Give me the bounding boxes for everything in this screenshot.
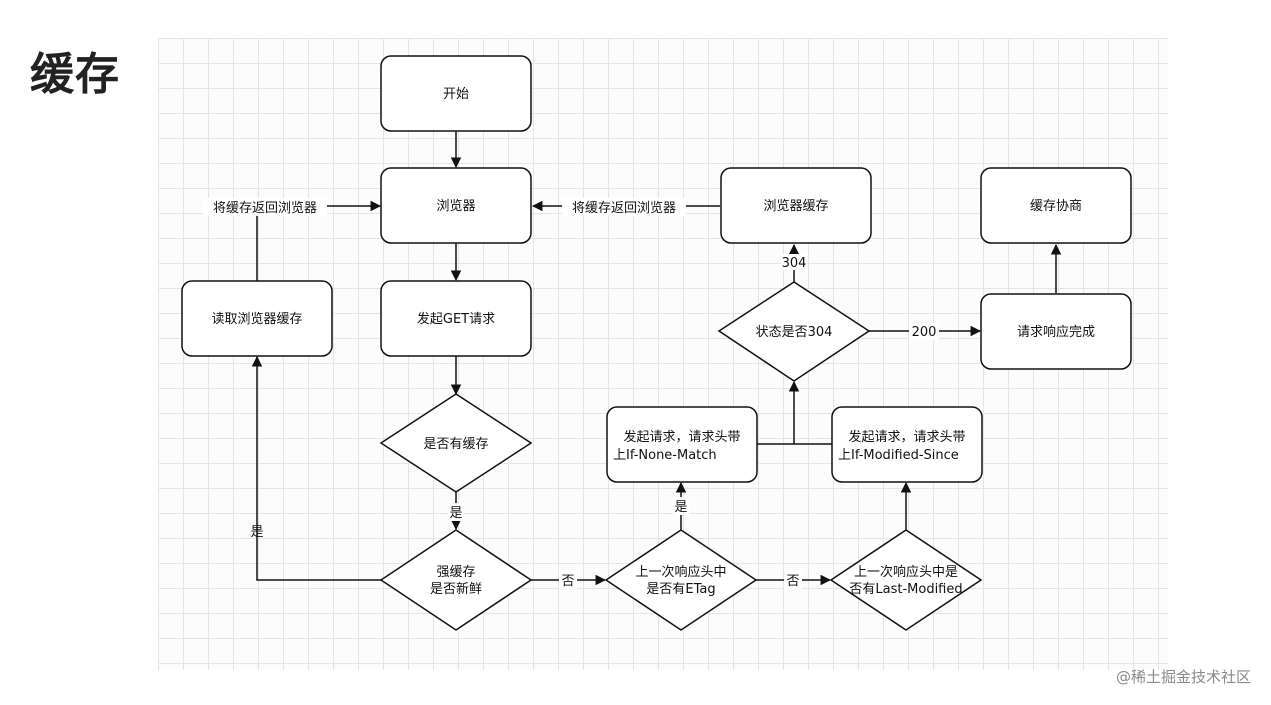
node-read-cache-label: 读取浏览器缓存	[211, 311, 302, 327]
node-has-etag-label-2: 是否有ETag	[646, 582, 715, 597]
edge-labels: 将缓存返回浏览器 将缓存返回浏览器 304 200 是 是 否 是 否	[213, 200, 936, 589]
node-req-inm-label-2: 上If-None-Match	[613, 448, 717, 463]
node-browser	[380, 167, 532, 244]
node-has-last-modified-label-2: 否有Last-Modified	[849, 582, 962, 597]
node-has-cache-label: 是否有缓存	[423, 437, 488, 452]
node-status-304	[717, 281, 871, 382]
node-has-last-modified	[829, 529, 983, 631]
label-return-cache-left: 将缓存返回浏览器	[213, 200, 317, 216]
node-browser-cache-label: 浏览器缓存	[763, 198, 828, 214]
node-strong-fresh-label-2: 是否新鲜	[430, 581, 482, 597]
edge-label-bgs	[203, 198, 939, 589]
node-cache-negotiation-label: 缓存协商	[1030, 199, 1082, 214]
node-has-cache	[379, 393, 533, 493]
node-status-304-label: 状态是否304	[756, 325, 833, 340]
node-req-inm-label-1: 发起请求，请求头带	[623, 429, 740, 445]
node-send-get-label: 发起GET请求	[417, 311, 495, 327]
node-start-label: 开始	[443, 87, 469, 102]
node-browser-label: 浏览器	[436, 198, 475, 214]
node-read-cache	[181, 280, 333, 357]
label-304: 304	[782, 256, 807, 271]
label-yes-fresh: 是	[250, 525, 263, 540]
diamond-nodes	[379, 281, 983, 631]
node-send-get	[380, 280, 532, 357]
node-labels: 开始 浏览器 浏览器缓存 缓存协商 读取浏览器缓存 发起GET请求 状态是否30…	[211, 87, 1095, 597]
node-has-etag-label-1: 上一次响应头中	[635, 564, 726, 580]
page-title: 缓存	[30, 49, 120, 100]
edge-read-cache-to-browser	[256, 200, 382, 281]
node-cache-negotiation	[980, 167, 1132, 244]
label-no-fresh: 否	[561, 574, 574, 589]
node-req-ims-label-1: 发起请求，请求头带	[848, 429, 965, 445]
label-yes-has-cache: 是	[449, 506, 462, 521]
node-strong-fresh-label-1: 强缓存	[436, 565, 475, 580]
label-return-cache-right: 将缓存返回浏览器	[572, 200, 676, 216]
node-has-etag	[604, 529, 758, 631]
node-response-done-label: 请求响应完成	[1017, 324, 1095, 340]
edge-strong-yes-to-read-cache	[251, 355, 381, 581]
rect-nodes	[181, 55, 1132, 483]
label-no-etag: 否	[786, 574, 799, 589]
watermark: @稀土掘金技术社区	[1115, 668, 1251, 686]
node-start	[380, 55, 532, 132]
node-response-done	[980, 293, 1132, 370]
node-strong-fresh	[379, 529, 533, 631]
node-req-ims	[831, 406, 983, 483]
node-req-ims-label-2: 上If-Modified-Since	[838, 448, 959, 463]
node-browser-cache	[720, 167, 872, 244]
label-yes-etag: 是	[674, 500, 687, 515]
node-req-inm	[606, 406, 758, 483]
node-has-last-modified-label-1: 上一次响应头中是	[854, 564, 958, 580]
label-200: 200	[912, 325, 937, 340]
